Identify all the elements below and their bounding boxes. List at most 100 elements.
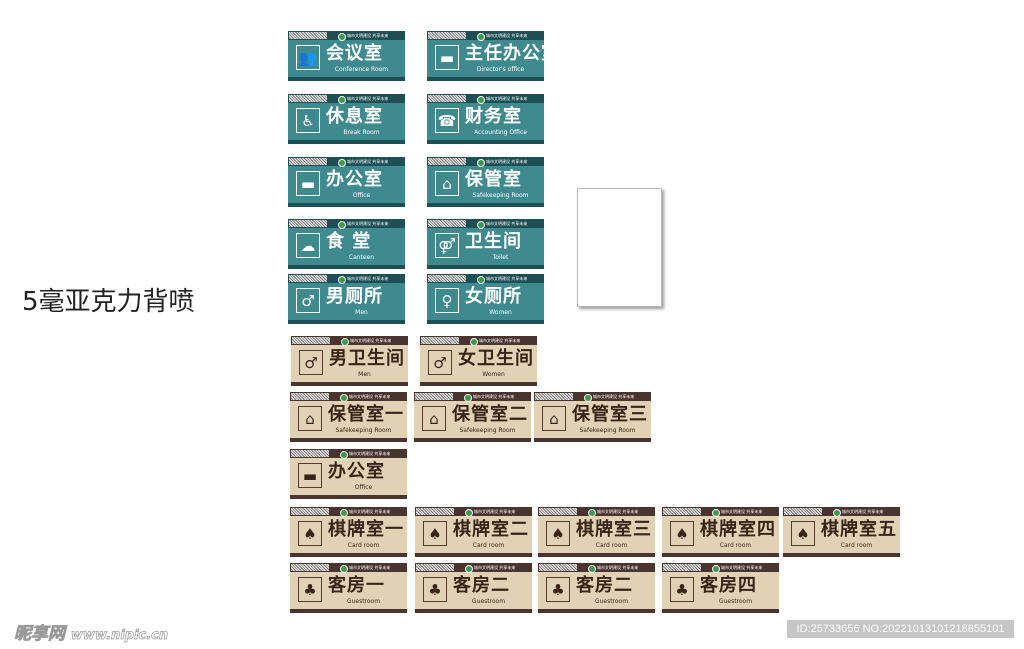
house-icon: ⌂ — [542, 406, 566, 431]
sign-title: 客房四 — [700, 575, 757, 596]
strip-text: 城市文明建设 共享未来 — [842, 509, 884, 514]
cards-icon: ♠ — [670, 521, 694, 546]
guest-icon: ♣ — [423, 577, 447, 602]
sign-header-strip: 城市文明建设 共享未来 — [414, 392, 531, 402]
house-icon: ⌂ — [298, 406, 322, 431]
cards-icon: ♠ — [791, 521, 815, 546]
sign-subtitle: Card room — [347, 542, 380, 549]
sign-header-strip: 城市文明建设 共享未来 — [534, 392, 651, 402]
sign-header-strip: 城市文明建设 共享未来 — [288, 94, 405, 104]
strip-text: 城市文明建设 共享未来 — [486, 159, 528, 164]
desk-icon: ▬ — [298, 463, 322, 488]
image-id-label: ID:25733656 NO:20221013101218855101 — [787, 620, 1014, 638]
sign: 城市文明建设 共享未来 ♠ 棋牌室二 Card room — [415, 507, 532, 557]
watermark: 昵享网 www.nipic.cn — [14, 619, 169, 645]
sign-title: 办公室 — [326, 169, 383, 190]
sign-subtitle: Conference Room — [334, 66, 389, 73]
sign-subtitle: Card room — [595, 542, 628, 549]
sign-subtitle: Men — [355, 309, 368, 316]
sign-header-strip: 城市文明建设 共享未来 — [538, 563, 655, 573]
sign-title: 客房二 — [576, 575, 633, 596]
sign-bottom-bar — [538, 609, 655, 613]
sign-bottom-bar — [291, 382, 408, 386]
hatch-pattern — [663, 564, 701, 571]
sign-header-strip: 城市文明建设 共享未来 — [288, 219, 405, 229]
guest-icon: ♣ — [546, 577, 570, 602]
sign-header-strip: 城市文明建设 共享未来 — [290, 449, 407, 459]
logo-icon — [470, 337, 478, 346]
sign: 城市文明建设 共享未来 ♠ 棋牌室三 Card room — [538, 507, 655, 557]
hatch-pattern — [289, 275, 327, 282]
sign-title: 女厕所 — [465, 286, 522, 307]
sign-title: 保管室二 — [452, 404, 528, 425]
hatch-pattern — [428, 32, 466, 39]
hatch-pattern — [428, 220, 466, 227]
sign: 城市文明建设 共享未来 ☎ 财务室 Accounting Office — [427, 94, 544, 144]
sign: 城市文明建设 共享未来 ♂ 女卫生间 Women — [420, 336, 537, 386]
logo-icon — [338, 95, 346, 104]
sign-title: 主任办公室 — [465, 43, 544, 64]
strip-text: 城市文明建设 共享未来 — [597, 509, 639, 514]
strip-text: 城市文明建设 共享未来 — [597, 565, 639, 570]
sign: 城市文明建设 共享未来 ⌂ 保管室二 Safekeeping Room — [414, 392, 531, 442]
sign-header-strip: 城市文明建设 共享未来 — [427, 274, 544, 284]
sign-header-strip: 城市文明建设 共享未来 — [538, 507, 655, 517]
logo-icon — [340, 450, 348, 459]
sign-header-strip: 城市文明建设 共享未来 — [420, 336, 537, 346]
strip-text: 城市文明建设 共享未来 — [347, 96, 389, 101]
strip-text: 城市文明建设 共享未来 — [473, 394, 515, 399]
sign-subtitle: Accounting Office — [474, 129, 527, 136]
house-icon: ⌂ — [422, 406, 446, 431]
hatch-pattern — [292, 337, 330, 344]
hatch-pattern — [663, 508, 701, 515]
watermark-site: www.nipic.cn — [70, 628, 169, 644]
sign-title: 办公室 — [328, 461, 385, 482]
sign-header-strip: 城市文明建设 共享未来 — [662, 563, 779, 573]
strip-text: 城市文明建设 共享未来 — [486, 33, 528, 38]
sign-subtitle: Safekeeping Room — [472, 192, 529, 199]
sign-title: 女卫生间 — [458, 348, 534, 369]
sign-bottom-bar — [783, 553, 900, 557]
woman-icon: ♀ — [435, 288, 459, 313]
sign-bottom-bar — [534, 438, 651, 442]
logo-icon — [341, 337, 349, 346]
accountant-icon: ☎ — [435, 108, 459, 133]
hatch-pattern — [421, 337, 459, 344]
sign: 城市文明建设 共享未来 ♿ 休息室 Break Room — [288, 94, 405, 144]
sign-header-strip: 城市文明建设 共享未来 — [427, 31, 544, 41]
toilet-icon: ⚤ — [435, 233, 459, 258]
strip-text: 城市文明建设 共享未来 — [347, 221, 389, 226]
sign-subtitle: Safekeeping Room — [579, 427, 636, 434]
logo-icon — [584, 393, 592, 402]
logo-icon — [465, 564, 473, 573]
sign-subtitle: Office — [352, 192, 371, 199]
strip-text: 城市文明建设 共享未来 — [479, 338, 521, 343]
guest-icon: ♣ — [298, 577, 322, 602]
sign: 城市文明建设 共享未来 ♣ 客房二 Guestroom — [538, 563, 655, 613]
sign-title: 男卫生间 — [329, 348, 405, 369]
hatch-pattern — [291, 393, 329, 400]
hatch-pattern — [291, 450, 329, 457]
sign-subtitle: Guestroom — [346, 598, 381, 605]
logo-icon — [477, 95, 485, 104]
sign: 城市文明建设 共享未来 ♠ 棋牌室四 Card room — [662, 507, 779, 557]
sign: 城市文明建设 共享未来 ⌂ 保管室三 Safekeeping Room — [534, 392, 651, 442]
logo-icon — [588, 564, 596, 573]
logo-icon — [338, 32, 346, 41]
sign: 城市文明建设 共享未来 ▬ 办公室 Office — [290, 449, 407, 499]
sign-title: 保管室一 — [328, 404, 404, 425]
hatch-pattern — [428, 275, 466, 282]
sign-header-strip: 城市文明建设 共享未来 — [427, 219, 544, 229]
sign-title: 会议室 — [326, 43, 383, 64]
sign: 城市文明建设 共享未来 ▬ 办公室 Office — [288, 157, 405, 207]
sign-bottom-bar — [420, 382, 537, 386]
sign-bottom-bar — [427, 265, 544, 269]
sign-header-strip: 城市文明建设 共享未来 — [415, 507, 532, 517]
sign: 城市文明建设 共享未来 ♣ 客房四 Guestroom — [662, 563, 779, 613]
strip-text: 城市文明建设 共享未来 — [721, 565, 763, 570]
sign-subtitle: Toilet — [492, 254, 509, 261]
desk-icon: ▬ — [296, 171, 320, 196]
sign-title: 食 堂 — [326, 231, 372, 252]
sign-bottom-bar — [538, 553, 655, 557]
chef-hat-icon: ☁ — [296, 233, 320, 258]
